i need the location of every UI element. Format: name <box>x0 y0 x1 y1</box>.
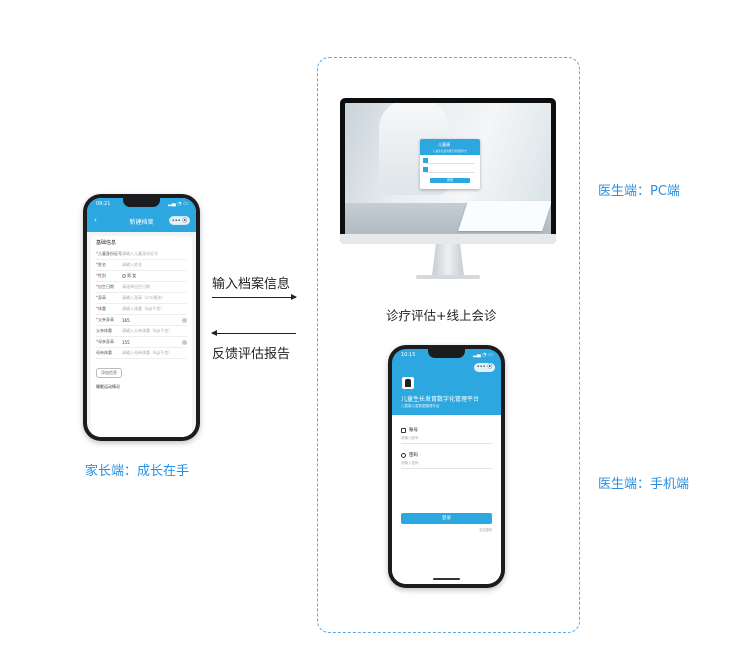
parent-app-header: 09:21 ▂▄ ◔ ▭ ‹ 新建档案 ••• ⦿ <box>87 198 196 232</box>
account-input[interactable]: 请输入账号 <box>401 433 492 444</box>
home-indicator <box>433 578 460 580</box>
form-row-name[interactable]: *姓名 请输入姓名 <box>96 260 187 271</box>
form-row-gender[interactable]: *性别 男 女 <box>96 271 187 282</box>
caption-mobile: 医生端：手机端 <box>598 477 690 492</box>
info-icon[interactable] <box>182 317 187 323</box>
field-placeholder: 请输入父亲体重（kg/千克） <box>122 328 173 333</box>
phone-notch <box>123 198 160 207</box>
doctor-phone-screen: 10:15 ▂▄ ◔ ▭ ••• ⦿ 儿童生长发育数字化管理平台 儿童康儿童数据… <box>392 349 501 584</box>
parent-phone-screen: 09:21 ▂▄ ◔ ▭ ‹ 新建档案 ••• ⦿ 基础信息 *儿童身份证号 请… <box>87 198 196 437</box>
document-photo <box>458 201 551 231</box>
monitor-display: 儿童康 儿童生长发育数字化管理平台 登录 <box>345 103 551 239</box>
field-placeholder: 请选择出生日期 <box>122 284 150 289</box>
field-placeholder: 请输入身高（cm/厘米） <box>122 295 166 300</box>
field-label: 父亲体重 <box>96 328 112 333</box>
add-info-button[interactable]: 添加信息 <box>96 368 122 378</box>
field-placeholder: 请输入姓名 <box>122 262 142 267</box>
monitor-base <box>416 275 480 279</box>
field-value: 155 <box>122 339 130 345</box>
miniapp-menu-capsule[interactable]: ••• ⦿ <box>474 363 495 372</box>
form-row-birthdate[interactable]: *出生日期 请选择出生日期 <box>96 282 187 293</box>
field-placeholder: 请输入儿童身份证号 <box>122 251 158 256</box>
login-button[interactable]: 登录 <box>401 513 492 524</box>
flow-label-input-archive: 输入档案信息 <box>212 277 291 292</box>
field-label: *姓名 <box>96 262 106 267</box>
caption-pc: 医生端：PC端 <box>598 184 680 199</box>
form-row-father-height[interactable]: *父亲身高 165 <box>96 315 187 326</box>
form-row-id-number[interactable]: *儿童身份证号 请输入儿童身份证号 <box>96 249 187 260</box>
pc-login-button[interactable]: 登录 <box>430 178 470 183</box>
password-input[interactable]: 请输入密码 <box>401 458 492 469</box>
pc-platform-title: 儿童生长发育数字化管理平台 <box>433 150 467 153</box>
account-label: 账号 <box>401 427 492 433</box>
consult-label: 诊疗评估+线上会诊 <box>386 308 497 323</box>
password-label: 密码 <box>401 452 492 458</box>
app-logo-icon <box>402 377 414 389</box>
field-label: *出生日期 <box>96 284 114 289</box>
field-label: *体重 <box>96 306 106 311</box>
form-row-height[interactable]: *身高 请输入身高（cm/厘米） <box>96 293 187 304</box>
status-time: 09:21 <box>96 201 111 207</box>
miniapp-menu-capsule[interactable]: ••• ⦿ <box>169 216 190 225</box>
status-icons: ▂▄ ◔ ▭ <box>168 201 188 207</box>
archive-form: 基础信息 *儿童身份证号 请输入儿童身份证号 *姓名 请输入姓名 *性别 男 女… <box>91 236 192 437</box>
section-title: 基础信息 <box>96 240 117 246</box>
phone-notch <box>428 349 465 358</box>
pc-login-header: 儿童康 儿童生长发育数字化管理平台 <box>420 139 480 155</box>
status-icons: ▂▄ ◔ ▭ <box>473 352 493 358</box>
monitor-stand <box>432 244 464 276</box>
doctor-group-frame <box>317 57 580 633</box>
pc-monitor: 儿童康 儿童生长发育数字化管理平台 登录 <box>340 98 556 244</box>
status-time: 10:15 <box>401 352 416 358</box>
field-label: 母亲体重 <box>96 350 112 355</box>
monitor-chin <box>340 234 556 244</box>
pc-password-input[interactable] <box>423 167 474 173</box>
page-title: 新建档案 <box>129 219 154 226</box>
login-form: 账号 请输入账号 密码 请输入密码 登录 忘记密码 <box>392 415 501 584</box>
form-row-mother-height[interactable]: *母亲身高 155 <box>96 337 187 348</box>
form-row-mother-weight[interactable]: 母亲体重 请输入母亲体重（kg/千克） <box>96 348 187 359</box>
radio-icon <box>122 274 126 278</box>
platform-subtitle: 儿童康儿童数据管理平台 <box>401 404 440 408</box>
field-placeholder: 请输入母亲体重（kg/千克） <box>122 350 173 355</box>
field-label: *母亲身高 <box>96 339 114 344</box>
field-label: *儿童身份证号 <box>96 251 122 256</box>
back-arrow-icon[interactable]: ‹ <box>94 216 97 224</box>
caption-parent: 家长端：成长在手 <box>85 464 190 479</box>
forgot-password-link[interactable]: 忘记密码 <box>479 528 492 532</box>
field-label: *父亲身高 <box>96 317 114 322</box>
phone-icon <box>401 427 406 433</box>
section-title-sleep: 睡眠运动情况 <box>96 384 120 389</box>
pc-login-card: 儿童康 儿童生长发育数字化管理平台 登录 <box>420 139 480 189</box>
flow-label-feedback-report: 反馈评估报告 <box>212 347 291 362</box>
field-placeholder: 请输入体重（kg/千克） <box>122 306 165 311</box>
info-icon[interactable] <box>182 339 187 345</box>
arrow-right-icon <box>212 294 297 300</box>
platform-title: 儿童生长发育数字化管理平台 <box>401 396 480 403</box>
gender-radio-group[interactable]: 男 女 <box>122 273 187 279</box>
form-row-father-weight[interactable]: 父亲体重 请输入父亲体重（kg/千克） <box>96 326 187 337</box>
field-label: *性别 <box>96 273 106 278</box>
arrow-left-icon <box>211 330 296 336</box>
field-value: 165 <box>122 317 130 323</box>
parent-phone: 09:21 ▂▄ ◔ ▭ ‹ 新建档案 ••• ⦿ 基础信息 *儿童身份证号 请… <box>83 194 200 441</box>
form-row-weight[interactable]: *体重 请输入体重（kg/千克） <box>96 304 187 315</box>
doctor-phone: 10:15 ▂▄ ◔ ▭ ••• ⦿ 儿童生长发育数字化管理平台 儿童康儿童数据… <box>388 345 505 588</box>
field-label: *身高 <box>96 295 106 300</box>
pc-brand-name: 儿童康 <box>438 142 450 147</box>
pc-account-input[interactable] <box>423 158 474 164</box>
lock-icon <box>401 452 406 458</box>
